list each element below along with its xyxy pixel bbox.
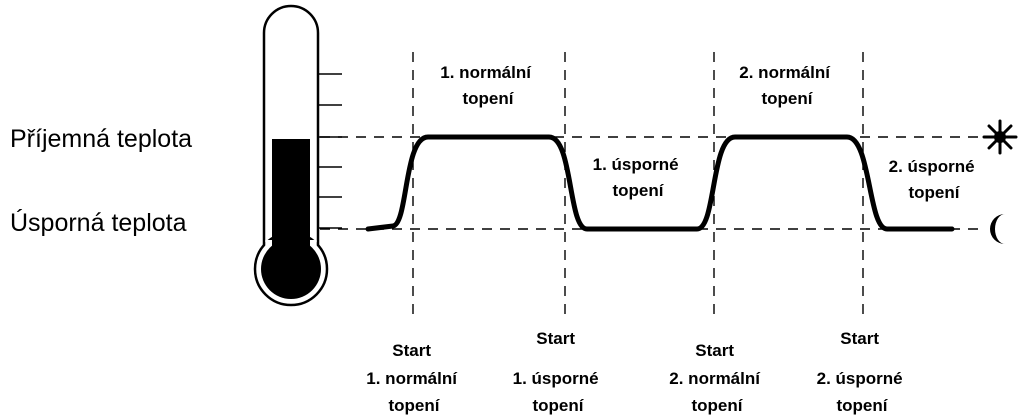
temperature-curve — [365, 134, 955, 232]
phase-2-economy-label: 2. úsporné topení — [889, 157, 980, 202]
start-1-normal-label: Start 1. normální topení — [366, 341, 461, 415]
phase-1-economy-label: 1. úsporné topení — [593, 155, 684, 200]
start-2-economy-label: Start 2. úsporné topení — [817, 329, 908, 415]
thermometer-icon — [253, 4, 342, 307]
thermometer-scale — [318, 73, 342, 229]
phase-2-normal-label: 2. normální topení — [739, 63, 834, 108]
economy-temperature-label: Úsporná teplota — [10, 208, 187, 237]
phase-1-normal-label: 1. normální topení — [440, 63, 535, 108]
start-2-normal-label: Start 2. normální topení — [669, 341, 764, 415]
sun-icon — [982, 119, 1018, 155]
comfort-temperature-label: Příjemná teplota — [10, 125, 192, 153]
thermometer-bulb — [261, 239, 321, 299]
moon-icon — [990, 214, 1005, 244]
start-1-economy-label: Start 1. úsporné topení — [513, 329, 604, 415]
